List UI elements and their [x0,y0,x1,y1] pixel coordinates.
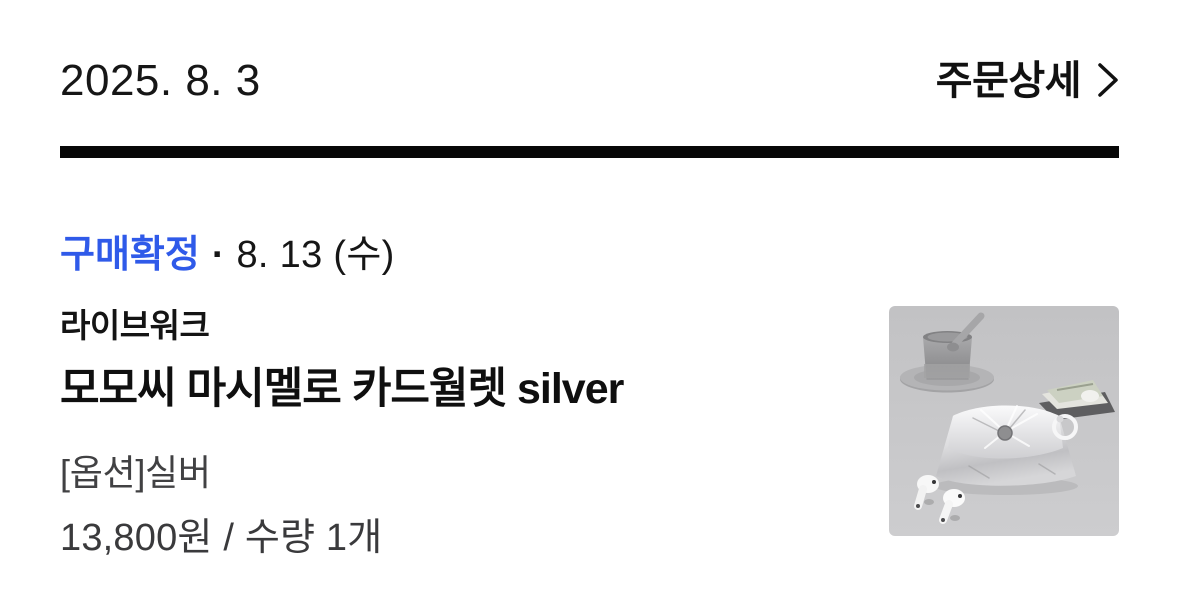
product-option: [옵션]실버 [60,452,211,493]
order-item-info: 라이브워크 모모씨 마시멜로 카드월렛 silver [옵션]실버 13,800… [60,306,840,562]
section-divider [60,146,1119,158]
order-status-row: 구매확정 · 8. 13 (수) [60,232,1119,278]
status-badge: 구매확정 [60,234,200,276]
price-and-quantity: 13,800원 / 수량 1개 [60,517,383,559]
order-date: 2025. 8. 3 [60,56,261,105]
status-separator: · [211,234,225,276]
product-name: 모모씨 마시멜로 카드월렛 silver [60,365,624,413]
product-thumbnail[interactable] [889,306,1119,536]
order-item[interactable]: 라이브워크 모모씨 마시멜로 카드월렛 silver [옵션]실버 13,800… [60,306,1119,562]
product-photo-silver-wallet [889,306,1119,536]
status-date: 8. 13 (수) [236,234,395,276]
brand-name: 라이브워크 [60,307,210,344]
order-detail-link[interactable]: 주문상세 [936,58,1119,104]
order-header: 2025. 8. 3 주문상세 [60,0,1119,104]
order-detail-label: 주문상세 [935,59,1082,103]
chevron-right-icon [1097,62,1119,101]
